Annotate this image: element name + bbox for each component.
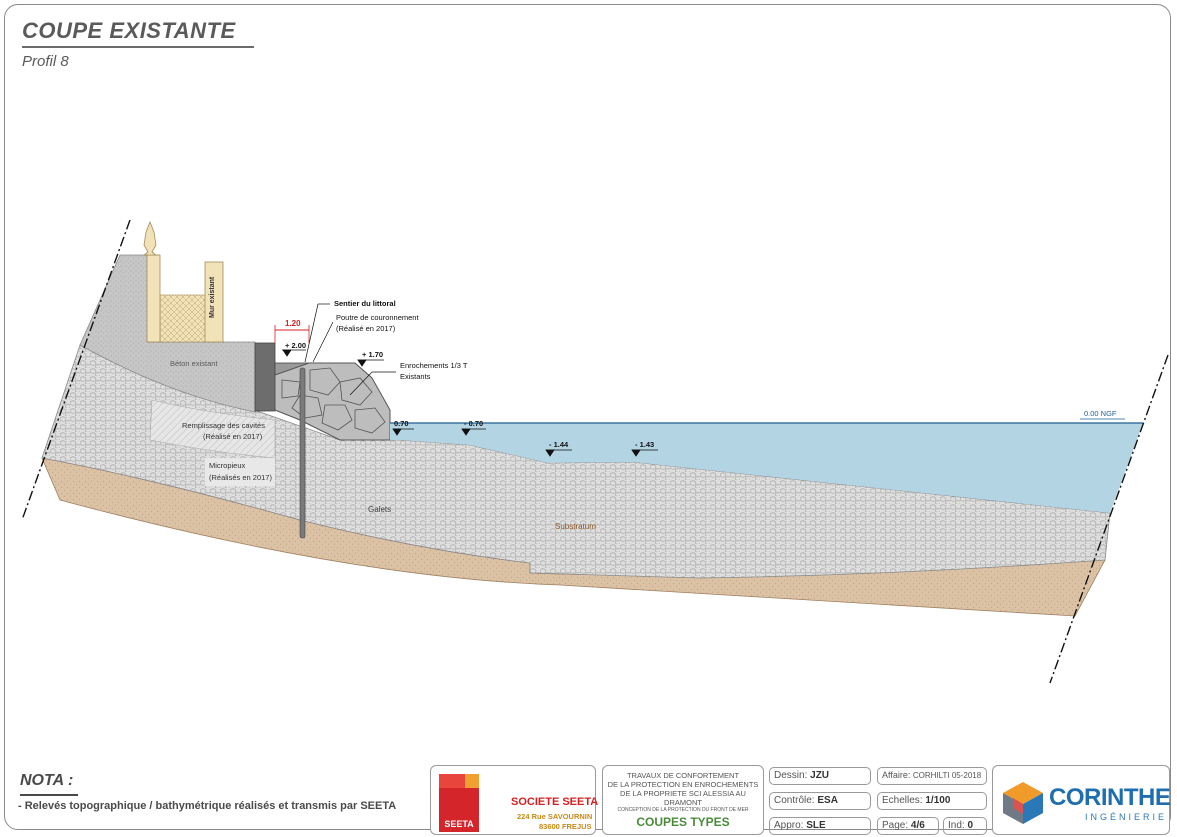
level-label-1-70: + 1.70	[362, 350, 383, 359]
field-appro: Appro: SLE	[769, 817, 871, 835]
client-address-2: 83600 FREJUS	[539, 822, 592, 831]
seeta-logo: SEETA	[439, 774, 479, 832]
field-ind: Ind: 0	[943, 817, 987, 835]
label-micropiles-1: Micropieux	[209, 461, 246, 470]
micropile	[299, 367, 306, 539]
rock-armour-blocks	[281, 367, 386, 434]
break-line-right	[1049, 354, 1169, 684]
ngf-label: 0.00 NGF	[1084, 409, 1117, 418]
existing-wall-post-left	[146, 254, 161, 343]
nota-heading: NOTA :	[20, 772, 74, 789]
existing-wall-post-right	[204, 261, 224, 343]
document-title: COUPES TYPES	[636, 815, 730, 829]
existing-wall-grid	[159, 294, 209, 343]
label-crown-beam-1: Poutre de couronnement	[336, 313, 419, 322]
project-line-2: DE LA PROTECTION EN ENROCHEMENTS	[607, 780, 759, 789]
label-rock-armour-1: Enrochements 1/3 T	[400, 361, 468, 370]
project-line-1: TRAVAUX DE CONFORTEMENT	[626, 771, 740, 780]
field-echelles: Echelles: 1/100	[877, 792, 987, 810]
project-block: TRAVAUX DE CONFORTEMENT DE LA PROTECTION…	[602, 765, 764, 835]
label-crown-beam-2: (Réalisé en 2017)	[336, 324, 396, 333]
label-galets: Galets	[368, 505, 391, 514]
project-line-4: CONCEPTION DE LA PROTECTION DU FRONT DE …	[617, 807, 749, 813]
client-address-1: 224 Rue SAVOURNIN	[517, 812, 593, 821]
corinthe-logo-icon	[1003, 782, 1043, 824]
level-label-0-70: 0.70	[394, 419, 409, 428]
field-page: Page: 4/6	[877, 817, 939, 835]
level-label-minus-1-44: - 1.44	[549, 440, 569, 449]
page-subtitle: Profil 8	[22, 53, 69, 70]
annotation-leaders	[304, 303, 396, 396]
client-block: SEETA SOCIETE SEETA 224 Rue SAVOURNIN 83…	[430, 765, 599, 835]
level-label-minus-1-43: - 1.43	[635, 440, 654, 449]
break-line-left	[21, 219, 131, 521]
label-cavity-2: (Réalisé en 2017)	[203, 432, 263, 441]
seeta-logo-text: SEETA	[444, 819, 474, 829]
company-block: CORINTHE INGÉNIERIE	[992, 765, 1171, 835]
title-underline	[22, 46, 254, 48]
project-line-3: DE LA PROPRIETE SCI ALESSIA AU DRAMONT	[620, 789, 746, 807]
field-controle: Contrôle: ESA	[769, 792, 871, 810]
level-label-2-00: + 2.00	[285, 341, 306, 350]
label-rock-armour-2: Existants	[400, 372, 431, 381]
dimension-label: 1.20	[285, 319, 301, 328]
client-name: SOCIETE SEETA	[511, 796, 599, 808]
field-affaire: Affaire: CORHILTI 05-2018	[877, 767, 987, 785]
nota-underline	[20, 794, 78, 796]
level-markers	[282, 349, 1125, 457]
company-subtitle: INGÉNIERIE	[1085, 812, 1168, 822]
page-title: COUPE EXISTANTE	[22, 18, 236, 43]
level-label-minus-0-70: - 0.70	[464, 419, 483, 428]
label-concrete: Béton existant	[170, 359, 218, 368]
company-name: CORINTHE	[1049, 784, 1171, 811]
field-dessin: Dessin: JZU	[769, 767, 871, 785]
label-substratum: Substratum	[555, 522, 596, 531]
sea-water	[390, 423, 1143, 513]
label-footpath: Sentier du littoral	[334, 299, 396, 308]
balustrade-icon	[142, 220, 158, 256]
nota-text: - Relevés topographique / bathymétrique …	[18, 800, 397, 812]
label-wall: Mur existant	[209, 276, 216, 318]
label-micropiles-2: (Réalisés en 2017)	[209, 473, 272, 482]
crown-beam	[254, 342, 276, 412]
label-cavity-1: Remplissage des cavités	[182, 421, 265, 430]
